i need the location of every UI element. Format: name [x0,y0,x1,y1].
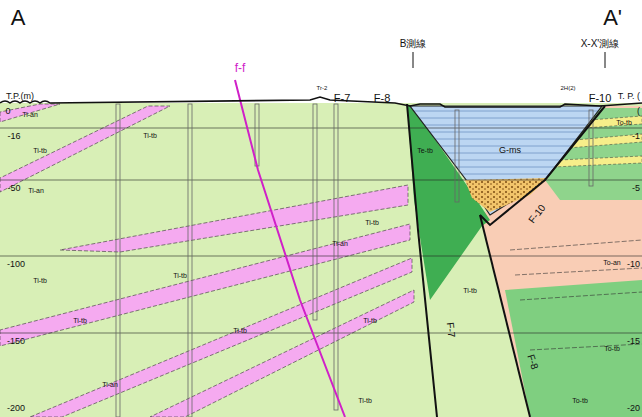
section-label: Ti-tb [365,219,379,226]
section-label: F-8 [525,353,539,370]
section-label: -50 [7,184,20,193]
section-label: Ti-an [102,381,118,388]
section-label: B測線 [400,39,427,49]
section-label: F-7 [444,322,456,338]
section-label: Ti-tb [73,317,87,324]
section-label: Te-tb [417,147,433,154]
section-label: Ti-tb [173,272,187,279]
section-label: To-tb [616,119,632,126]
section-label: -5 [632,184,640,193]
section-label: -200 [7,404,25,413]
section-label: Ti-tb [33,277,47,284]
section-label: Ti-tb [358,397,372,404]
section-label: Ti-an [28,187,44,194]
section-label: F-7 [334,93,351,104]
section-label: Ti-tb [463,287,477,294]
section-label: -16 [7,132,20,141]
section-label: T. P. ( [618,92,640,101]
section-label: -10 [627,260,640,269]
section-label: X-X'測線 [581,39,620,49]
section-label: ( [637,107,640,116]
section-label: 0 [5,107,10,116]
section-label: -150 [7,337,25,346]
section-label: -100 [7,260,25,269]
section-label: Ti-tb [233,327,247,334]
section-label: F-10 [527,203,548,225]
section-label: Ti-tb [33,147,47,154]
section-label: F-10 [589,93,612,104]
section-label: f-f [235,62,246,74]
section-label: G-ms [499,146,521,155]
section-label: -20 [627,404,640,413]
section-label: 2H(2) [560,85,575,91]
section-label: To-an [603,259,621,266]
section-label: A [11,7,26,29]
section-label: A' [603,7,622,29]
section-label: To-tb [572,397,588,404]
section-label: -1 [632,132,640,141]
section-label: Ti-tb [143,132,157,139]
section-label: Ti-tb [363,317,377,324]
section-label: -15 [627,337,640,346]
section-label: Tr-2 [317,85,328,91]
section-label: To-tb [604,345,620,352]
section-label: T.P.(m) [6,92,34,101]
section-label: Ti-an [332,240,348,247]
section-label: Ti-an [22,111,38,118]
section-label: F-8 [374,93,391,104]
